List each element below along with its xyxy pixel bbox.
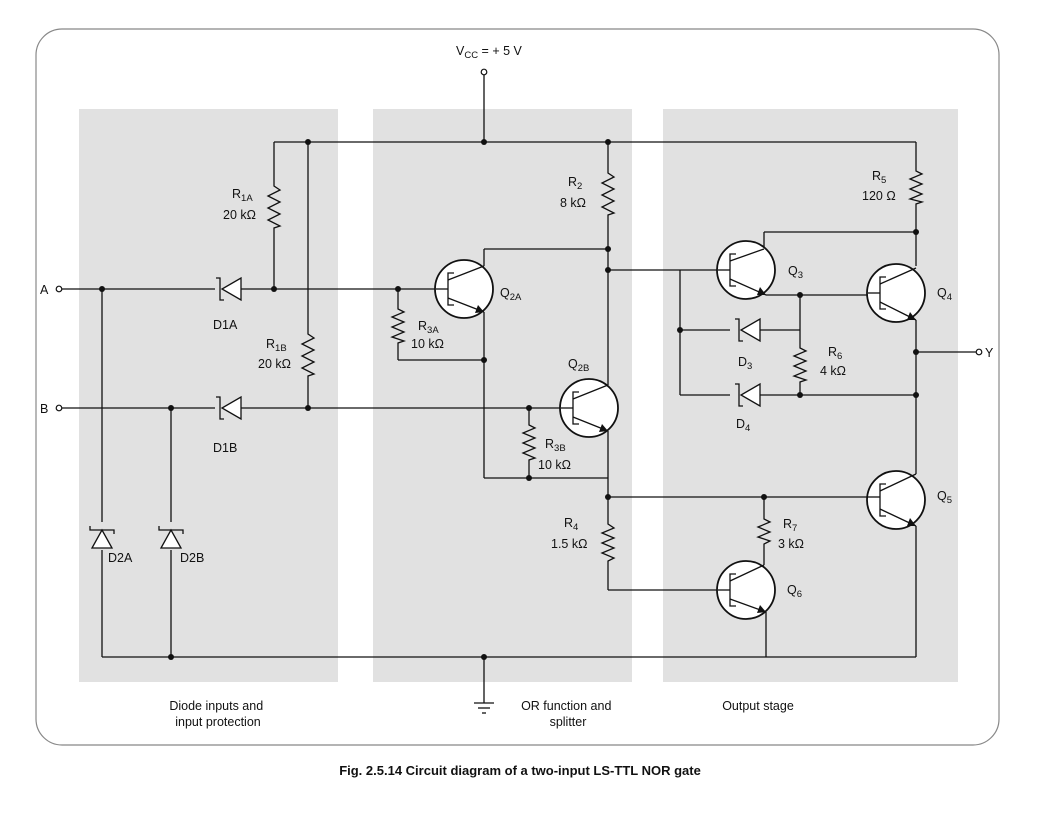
figure-caption: Fig. 2.5.14 Circuit diagram of a two-inp… [339, 763, 701, 778]
r1a-label: R1A [232, 187, 253, 204]
output-y-terminal [975, 348, 983, 356]
r3b-value: 10 kΩ [538, 458, 571, 472]
r7-label: R7 [783, 517, 797, 534]
resistor-r1a [266, 182, 282, 232]
resistor-r7 [756, 516, 772, 550]
resistor-r6 [792, 345, 809, 383]
diode-d2a [89, 526, 115, 549]
diagram-frame [35, 28, 1000, 746]
d2a-label: D2A [108, 551, 133, 565]
junction-dots [99, 139, 919, 660]
resistor-r3a [390, 306, 407, 344]
transistor-q4 [866, 263, 926, 323]
resistor-r5 [907, 168, 925, 205]
q3-label: Q3 [788, 264, 803, 281]
transistor-q2a [434, 259, 494, 319]
input-b-terminal [55, 404, 63, 412]
r3a-label: R3A [418, 319, 439, 336]
transistor-q2b [559, 378, 619, 438]
section-label-inputs: Diode inputs and input protection [169, 699, 266, 729]
diode-d3 [735, 317, 761, 343]
transistor-q3 [716, 240, 776, 300]
input-a-label: A [40, 283, 49, 297]
section-panel-inputs [79, 109, 338, 682]
d3-label: D3 [738, 355, 752, 372]
r5-value: 120 Ω [862, 189, 896, 203]
input-b-label: B [40, 402, 48, 416]
diode-d1b [216, 395, 242, 421]
diode-d2b [158, 526, 184, 549]
r5-label: R5 [872, 169, 886, 186]
r1b-label: R1B [266, 337, 287, 354]
output-y-label: Y [985, 346, 994, 360]
r6-label: R6 [828, 345, 842, 362]
r7-value: 3 kΩ [778, 537, 804, 551]
r1a-value: 20 kΩ [223, 208, 256, 222]
ground-symbol [474, 702, 494, 714]
r4-value: 1.5 kΩ [551, 537, 587, 551]
section-label-output: Output stage [722, 699, 794, 713]
q2b-label: Q2B [568, 357, 589, 374]
d1b-label: D1B [213, 441, 237, 455]
resistor-r2 [600, 168, 616, 218]
resistor-r4 [600, 520, 616, 566]
resistor-r3b [521, 422, 537, 462]
d2b-label: D2B [180, 551, 204, 565]
diode-d4 [735, 382, 761, 408]
q4-label: Q4 [937, 286, 952, 303]
input-a-terminal [55, 285, 63, 293]
q5-label: Q5 [937, 489, 952, 506]
vcc-label: VCC = + 5 V [456, 44, 523, 61]
r2-label: R2 [568, 175, 582, 192]
diode-d1a [216, 276, 242, 302]
r3b-label: R3B [545, 437, 566, 454]
r1b-value: 20 kΩ [258, 357, 291, 371]
transistor-q5 [866, 470, 926, 530]
q6-label: Q6 [787, 583, 802, 600]
r6-value: 4 kΩ [820, 364, 846, 378]
d4-label: D4 [736, 417, 750, 434]
vcc-terminal [480, 68, 488, 76]
r2-value: 8 kΩ [560, 196, 586, 210]
d1a-label: D1A [213, 318, 238, 332]
resistor-r1b [300, 330, 316, 378]
r3a-value: 10 kΩ [411, 337, 444, 351]
r4-label: R4 [564, 516, 578, 533]
section-label-or-splitter: OR function and splitter [521, 699, 615, 729]
q2a-label: Q2A [500, 286, 522, 303]
transistor-q6 [716, 560, 776, 620]
